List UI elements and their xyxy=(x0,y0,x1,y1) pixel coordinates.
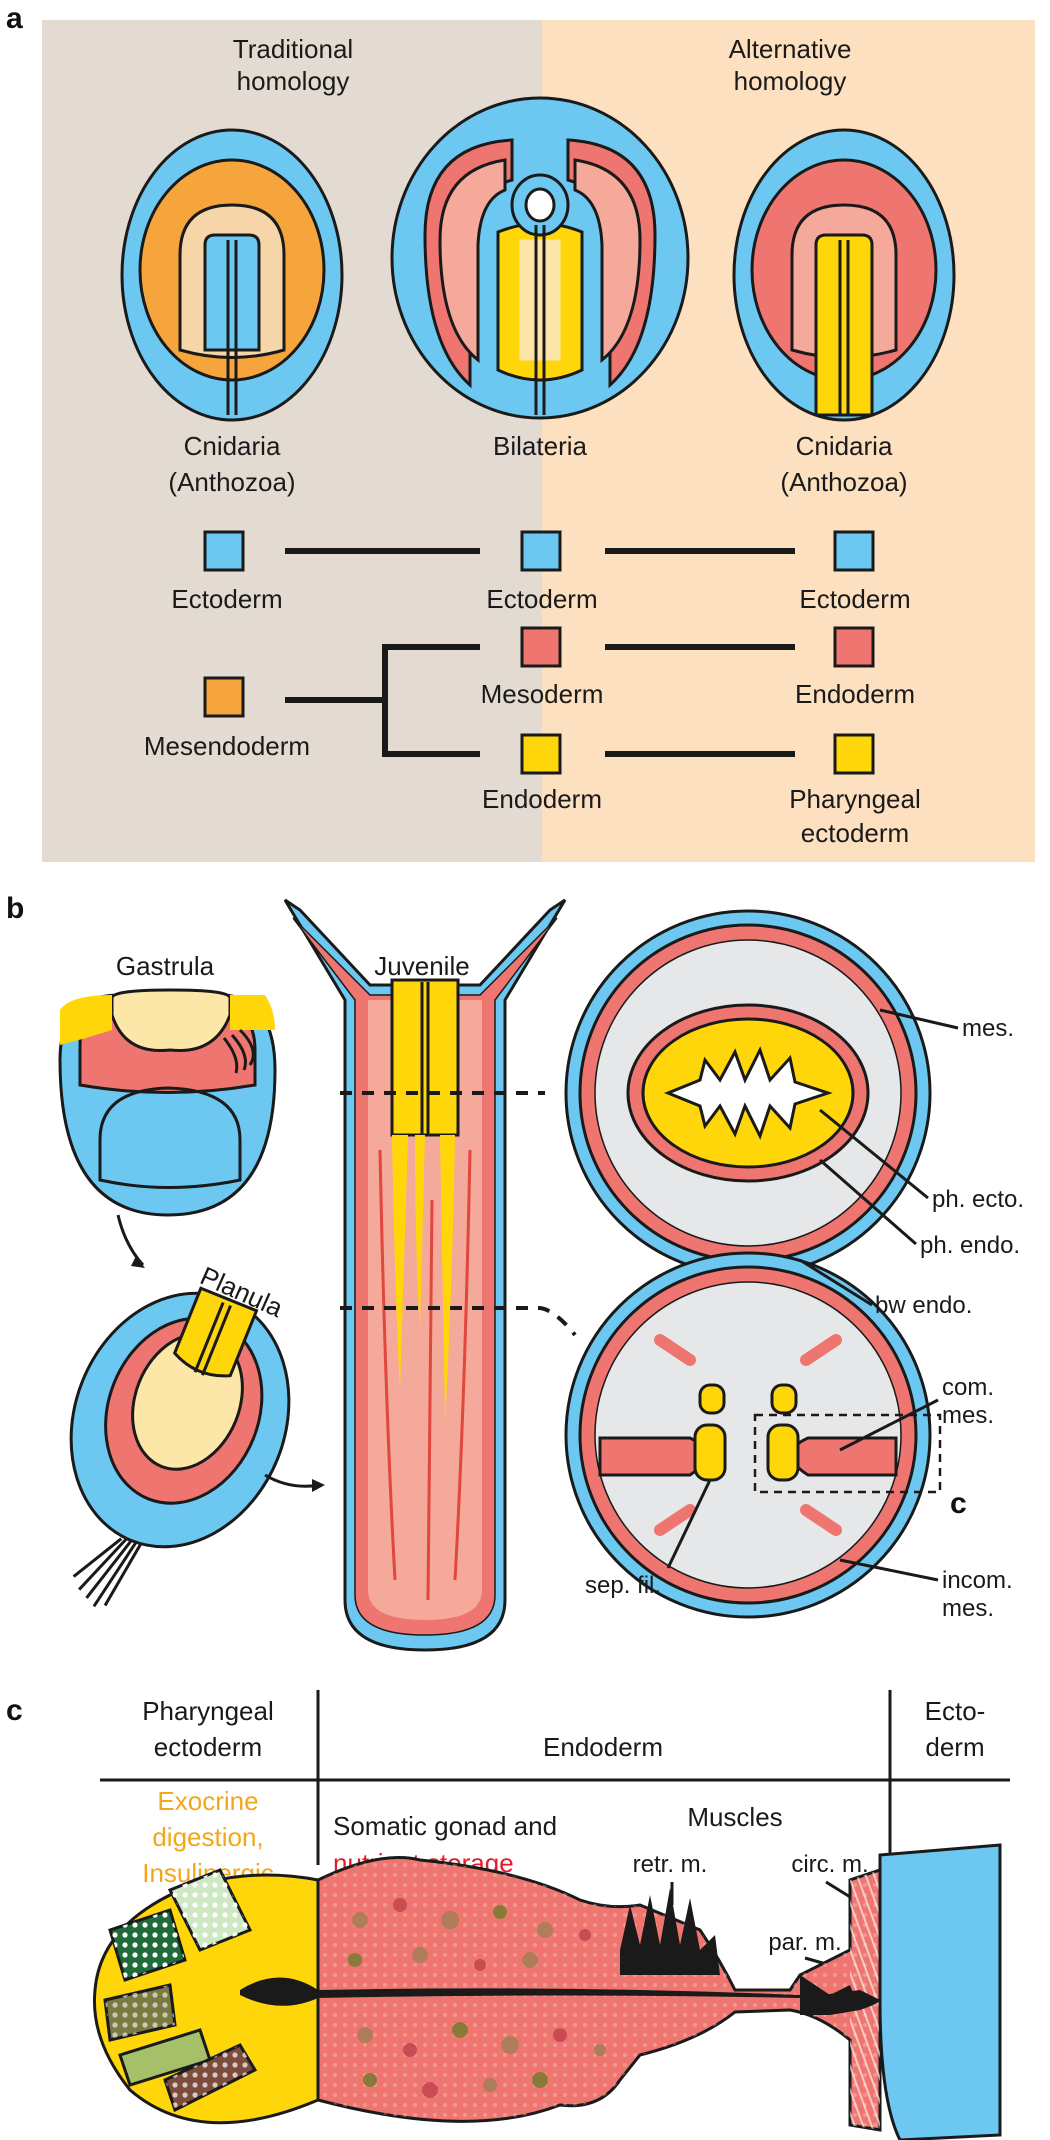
c-reference-label: c xyxy=(950,1487,967,1520)
left-organism-label: Cnidaria(Anthozoa) xyxy=(168,431,295,497)
legend-endoderm-center: Endoderm xyxy=(482,784,602,814)
arrow-gastrula-planula xyxy=(116,1214,145,1267)
ph-endo-label: ph. endo. xyxy=(920,1232,1020,1259)
ectoderm-swatch-right xyxy=(833,530,875,572)
legend-ectoderm-right: Ectoderm xyxy=(799,584,910,614)
juvenile-label: Juvenile xyxy=(374,951,469,981)
cnidarian-traditional-diagram xyxy=(120,128,344,422)
mes-label: mes. xyxy=(962,1015,1014,1042)
pharynx-cross-section xyxy=(564,909,932,1277)
legend-endoderm-right: Endoderm xyxy=(795,679,915,709)
par-m-label: par. m. xyxy=(768,1929,841,1956)
bilaterian-diagram xyxy=(390,96,690,420)
somatic-gonad-label: Somatic gonad and xyxy=(333,1811,557,1841)
right-organism-label: Cnidaria(Anthozoa) xyxy=(780,431,907,497)
ph-ecto-label: ph. ecto. xyxy=(932,1186,1024,1213)
bw-endo-label: bw endo. xyxy=(875,1292,972,1319)
retr-m-label: retr. m. xyxy=(633,1851,708,1878)
legend-ectoderm-center: Ectoderm xyxy=(486,584,597,614)
ectoderm-swatch-left xyxy=(203,530,245,572)
panel-letter-b: b xyxy=(6,892,24,925)
endoderm-swatch-right xyxy=(833,626,875,668)
septum-diagram xyxy=(92,1843,1002,2140)
mesendoderm-swatch-left xyxy=(203,676,245,718)
legend-mesendoderm-left: Mesendoderm xyxy=(144,731,310,761)
circ-m-label: circ. m. xyxy=(791,1851,868,1878)
ectoderm-swatch-center xyxy=(520,530,562,572)
gonad-granules xyxy=(348,1898,606,2098)
muscles-label: Muscles xyxy=(687,1802,782,1832)
endoderm-swatch-center xyxy=(520,733,562,775)
body-section-line xyxy=(340,1306,577,1337)
legend-mesoderm-center: Mesoderm xyxy=(481,679,604,709)
panel-letter-c: c xyxy=(6,1694,23,1727)
mesoderm-swatch-center xyxy=(520,626,562,668)
sep-fil-label: sep. fil. xyxy=(585,1572,661,1599)
arrow-planula-juvenile xyxy=(264,1473,321,1488)
panel-letter-a: a xyxy=(6,2,23,35)
gastrula-diagram xyxy=(58,988,277,1217)
panel-c-region-box xyxy=(753,1413,942,1494)
gland-cells xyxy=(103,1868,258,2113)
pharyngeal-swatch-right xyxy=(833,733,875,775)
com-mes-label: com.mes. xyxy=(942,1374,994,1429)
planula-diagram xyxy=(69,1286,291,1608)
germ-layer-legend: Ectoderm Ectoderm Ectoderm Mesoderm Endo… xyxy=(144,530,921,848)
cnidarian-alternative-diagram xyxy=(732,128,956,422)
center-organism-label: Bilateria xyxy=(493,431,587,461)
ectoderm-header: Ecto-derm xyxy=(925,1696,986,1762)
body-cross-section xyxy=(564,1251,942,1619)
gastrula-label: Gastrula xyxy=(116,951,215,981)
incom-mes-label: incom.mes. xyxy=(942,1567,1013,1622)
legend-ectoderm-left: Ectoderm xyxy=(171,584,282,614)
endoderm-header: Endoderm xyxy=(543,1732,663,1762)
juvenile-diagram xyxy=(283,898,567,1652)
panel-b: b Gastrula Planula Juvenile xyxy=(6,892,1024,1652)
